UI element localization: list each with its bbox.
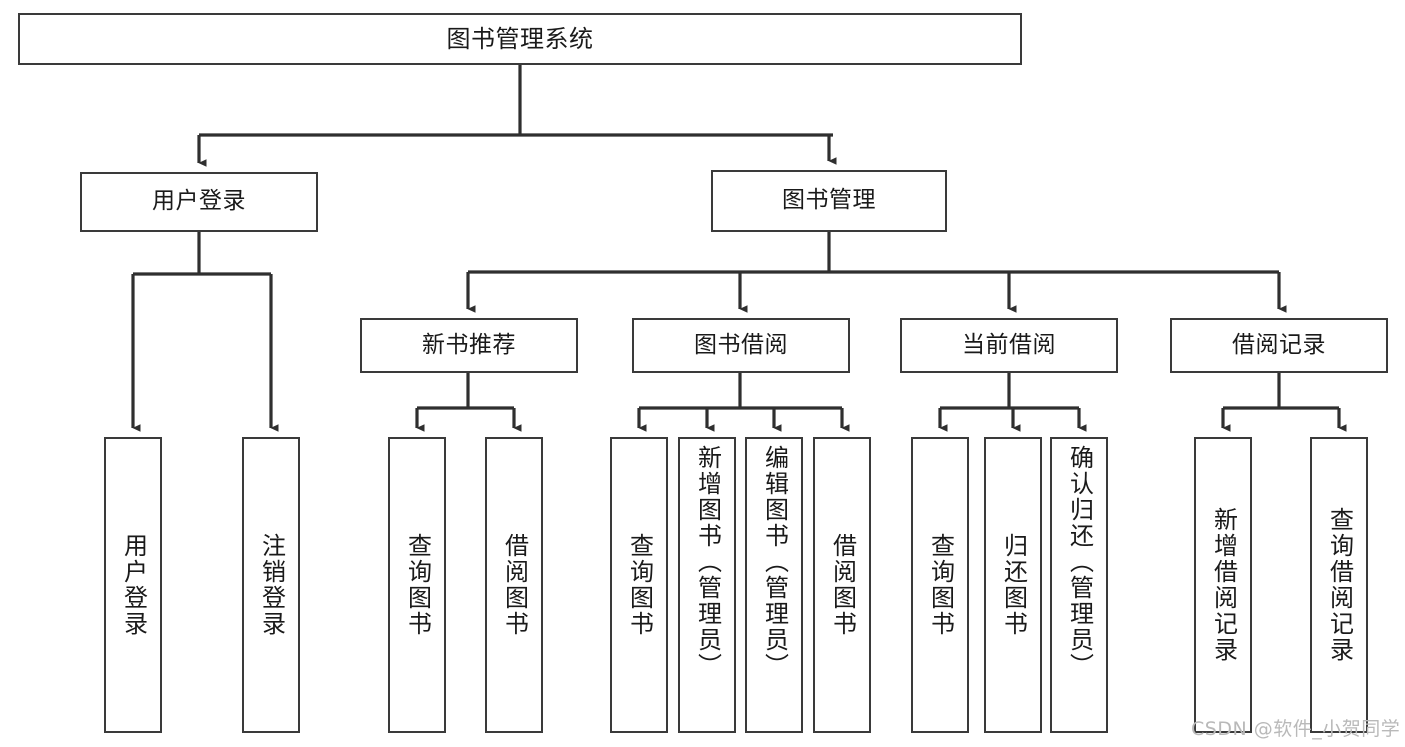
- node-leaf-user-login[interactable]: 用户登录: [104, 437, 162, 733]
- node-leaf-confirm-return[interactable]: 确认归还（管理员）: [1050, 437, 1108, 733]
- node-label: 借阅记录: [1232, 331, 1326, 358]
- node-leaf-query-book-2[interactable]: 查询图书: [610, 437, 668, 733]
- node-label: 借阅图书: [500, 533, 529, 637]
- node-label: 注销登录: [257, 533, 286, 637]
- node-book-management[interactable]: 图书管理: [711, 170, 947, 232]
- node-leaf-add-book[interactable]: 新增图书（管理员）: [678, 437, 736, 733]
- node-leaf-query-record[interactable]: 查询借阅记录: [1310, 437, 1368, 733]
- node-label: 图书借阅: [694, 331, 788, 358]
- node-label: 新增借阅记录: [1209, 507, 1238, 663]
- node-book-borrow[interactable]: 图书借阅: [632, 318, 850, 373]
- node-label: 新书推荐: [422, 331, 516, 358]
- node-new-book-recommend[interactable]: 新书推荐: [360, 318, 578, 373]
- node-leaf-return-book[interactable]: 归还图书: [984, 437, 1042, 733]
- node-leaf-query-book-1[interactable]: 查询图书: [388, 437, 446, 733]
- node-leaf-borrow-book-1[interactable]: 借阅图书: [485, 437, 543, 733]
- node-label: 查询图书: [926, 533, 955, 637]
- node-label: 编辑图书（管理员）: [760, 445, 789, 679]
- node-label: 查询借阅记录: [1325, 507, 1354, 663]
- node-leaf-borrow-book-2[interactable]: 借阅图书: [813, 437, 871, 733]
- node-label: 借阅图书: [828, 533, 857, 637]
- node-label: 当前借阅: [962, 331, 1056, 358]
- node-label: 用户登录: [119, 533, 148, 637]
- csdn-watermark: CSDN @软件_小贺同学: [1191, 718, 1401, 740]
- node-label: 查询图书: [625, 533, 654, 637]
- node-label: 用户登录: [152, 188, 246, 215]
- node-root-system[interactable]: 图书管理系统: [18, 13, 1022, 65]
- node-label: 图书管理: [782, 187, 876, 214]
- node-label: 图书管理系统: [446, 24, 594, 53]
- node-label: 查询图书: [403, 533, 432, 637]
- node-leaf-query-book-3[interactable]: 查询图书: [911, 437, 969, 733]
- node-user-login[interactable]: 用户登录: [80, 172, 318, 232]
- node-label: 归还图书: [999, 533, 1028, 637]
- node-label: 新增图书（管理员）: [693, 445, 722, 679]
- node-leaf-logout[interactable]: 注销登录: [242, 437, 300, 733]
- node-label: 确认归还（管理员）: [1065, 445, 1094, 679]
- node-current-borrow[interactable]: 当前借阅: [900, 318, 1118, 373]
- node-leaf-add-record[interactable]: 新增借阅记录: [1194, 437, 1252, 733]
- node-borrow-record[interactable]: 借阅记录: [1170, 318, 1388, 373]
- node-leaf-edit-book[interactable]: 编辑图书（管理员）: [745, 437, 803, 733]
